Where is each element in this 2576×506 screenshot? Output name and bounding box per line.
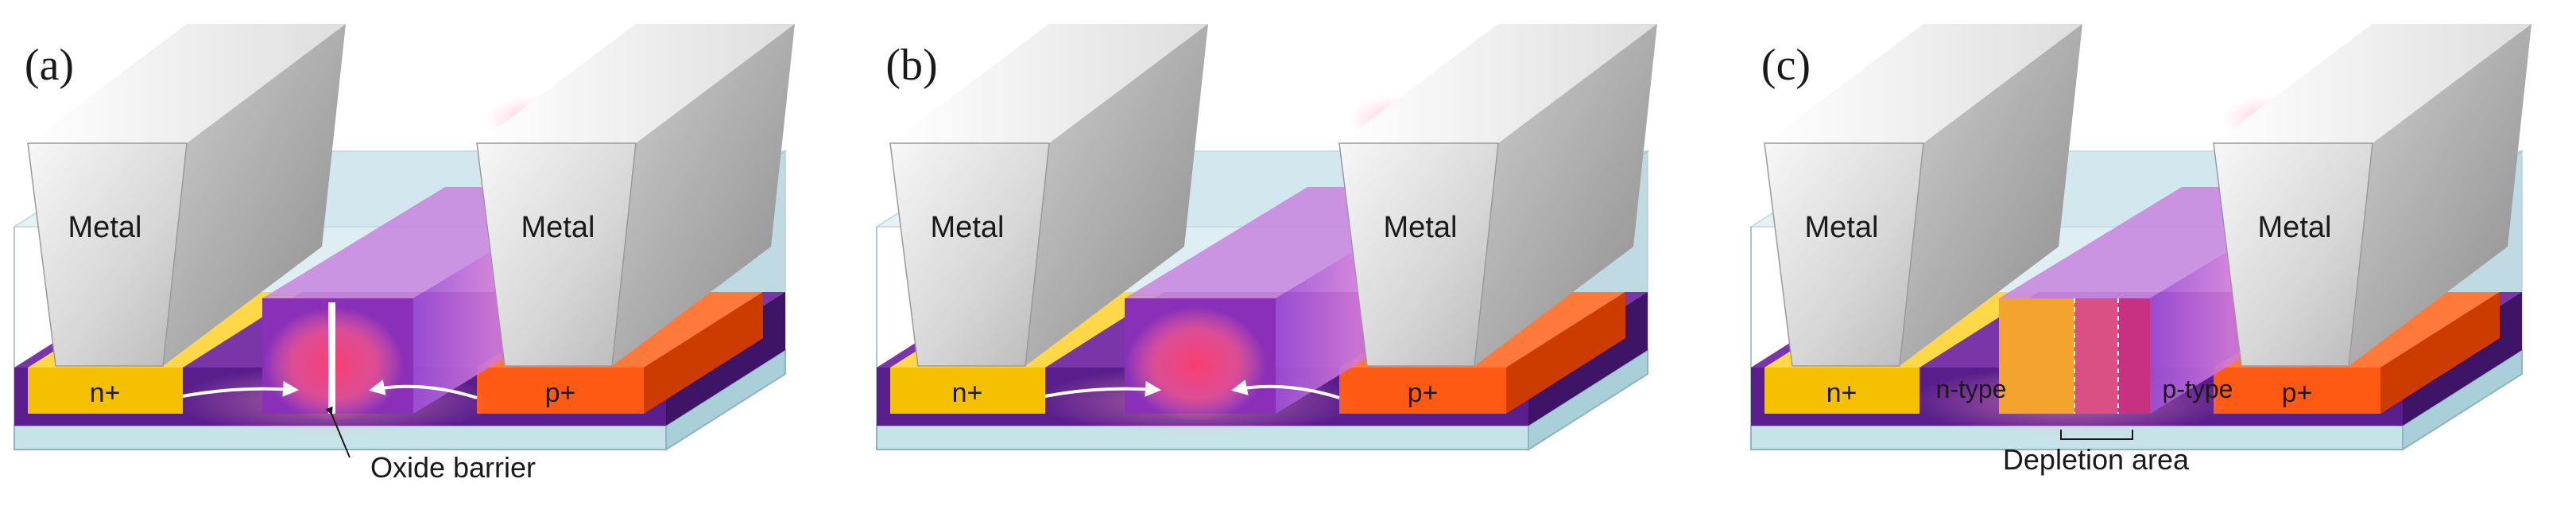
- p-type-label: p-type: [2163, 375, 2233, 403]
- metal-left-side: [1025, 24, 1208, 366]
- oxide-callout-line: [325, 406, 351, 458]
- metal-right-label: Metal: [521, 211, 595, 244]
- metal-left-top: [28, 24, 346, 143]
- p-plus-side: [1506, 292, 1625, 414]
- metal-right-top: [2214, 24, 2531, 143]
- panels-layer: n+ p+ Metal Metal (a) Oxide barrier n+ p+ Metal M…: [12, 24, 2531, 484]
- n-plus-front: [890, 368, 1045, 414]
- metal-left-side: [163, 24, 346, 366]
- p-type-region: [2118, 298, 2150, 414]
- metal-left-side: [1900, 24, 2082, 366]
- metal-right-side: [1474, 24, 1657, 366]
- n-plus-front: [1764, 368, 1919, 414]
- panel-letter: (b): [885, 41, 937, 90]
- panel-letter: (c): [1761, 41, 1811, 90]
- metal-right: Metal: [476, 24, 795, 367]
- metal-left-front: [27, 142, 188, 367]
- n-type-label: n-type: [1936, 375, 2007, 403]
- metal-left-front: [889, 142, 1050, 367]
- metal-left: Metal: [1764, 24, 2082, 367]
- metal-left-label: Metal: [68, 211, 142, 244]
- p-plus-label: p+: [2282, 378, 2313, 408]
- p-plus-side: [644, 292, 763, 414]
- metal-left: Metal: [889, 24, 1208, 367]
- metal-right-front: [476, 142, 637, 367]
- metal-right: Metal: [1338, 24, 1657, 367]
- metal-left-front: [1764, 142, 1924, 367]
- p-plus-side: [2380, 292, 2500, 414]
- p-plus-front: [2214, 368, 2380, 414]
- p-plus-label: p+: [1408, 378, 1439, 408]
- depletion-area-callout: Depletion area: [2003, 443, 2190, 476]
- p-plus-front: [477, 368, 644, 414]
- metal-right-front: [1338, 142, 1499, 367]
- metal-left-top: [1764, 24, 2082, 143]
- metal-right: Metal: [2213, 24, 2531, 367]
- metal-right-top: [1339, 24, 1657, 143]
- metal-left-label: Metal: [931, 211, 1005, 244]
- depletion-bracket: [2060, 430, 2133, 440]
- metal-right-label: Metal: [1384, 211, 1458, 244]
- metal-right-top: [477, 24, 795, 143]
- panel-c: n+ p+ n-type p-type Metal Metal (c) Depletion a…: [1749, 24, 2531, 476]
- n-plus-label: n+: [90, 378, 121, 408]
- hole-arrow: [369, 380, 478, 399]
- metal-right-label: Metal: [2258, 211, 2332, 244]
- oxide-barrier-line: [328, 302, 335, 414]
- panel-b: n+ p+ Metal Metal (b): [874, 24, 1657, 451]
- panel-a: n+ p+ Metal Metal (a) Oxide barrier: [12, 24, 795, 484]
- panel-letter: (a): [25, 41, 74, 90]
- electron-arrow: [182, 380, 299, 398]
- n-plus-label: n+: [1826, 378, 1857, 408]
- recombination-glow: [1126, 307, 1266, 422]
- metal-left: Metal: [27, 24, 346, 367]
- n-type-region: [1999, 298, 2074, 414]
- depletion-region: [2074, 298, 2118, 414]
- p-plus-front: [1339, 368, 1506, 414]
- n-plus-label: n+: [952, 378, 983, 408]
- metal-right-side: [612, 24, 795, 366]
- hole-arrow: [1231, 380, 1340, 399]
- metal-right-side: [2349, 24, 2531, 366]
- metal-left-top: [890, 24, 1208, 143]
- p-plus-label: p+: [545, 378, 576, 408]
- electron-arrow: [1044, 380, 1161, 398]
- n-plus-front: [28, 368, 183, 414]
- metal-right-front: [2213, 142, 2373, 367]
- metal-left-label: Metal: [1805, 211, 1879, 244]
- oxide-barrier-callout: Oxide barrier: [370, 451, 536, 484]
